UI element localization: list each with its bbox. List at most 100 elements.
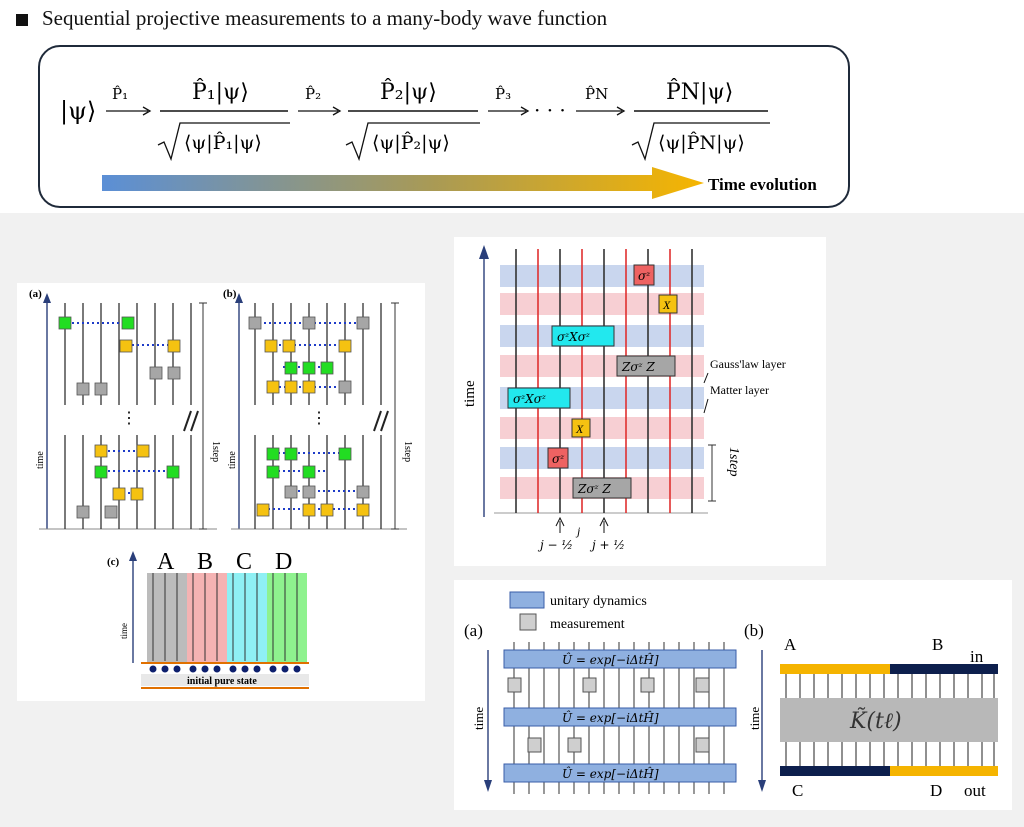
legend-measurement-swatch bbox=[519, 613, 537, 631]
eq-arrowhead-n bbox=[616, 106, 626, 116]
gate-sigmaz-1-label: σᶻ bbox=[638, 269, 651, 283]
eq-num-1: P̂₁|ψ⟩ bbox=[192, 79, 249, 105]
measurement-boxes-bottom bbox=[507, 677, 710, 753]
site-label-j-minus: j − ½ bbox=[537, 538, 573, 552]
time-evolution-label: Time evolution bbox=[708, 175, 817, 194]
eq-den-n: ⟨ψ|P̂N|ψ⟩ bbox=[658, 132, 745, 154]
label-b-c: C bbox=[792, 781, 803, 800]
gate-sxs-2 bbox=[507, 387, 571, 409]
site-label-j-plus: j + ½ bbox=[589, 538, 625, 552]
equation-section: Sequential projective measurements to a … bbox=[0, 0, 1024, 213]
legend-unitary-swatch bbox=[509, 591, 545, 609]
label-b-d: D bbox=[930, 781, 942, 800]
eq-sqrt-2 bbox=[345, 122, 480, 162]
unitary-layer-2 bbox=[503, 707, 737, 727]
eq-psi: |ψ⟩ bbox=[60, 97, 96, 126]
eq-num-n: P̂N|ψ⟩ bbox=[666, 79, 733, 105]
eq-den-1: ⟨ψ|P̂₁|ψ⟩ bbox=[184, 132, 262, 154]
unitary-layer-3-label: Û = exp[−iΔtĤ] bbox=[562, 765, 659, 781]
equation-svg: |ψ⟩ P̂₁ P̂₁|ψ⟩ ⟨ψ|P̂₁|ψ⟩ P̂₂ P̂₂|ψ⟩ ⟨ψ|P… bbox=[60, 79, 817, 199]
gate-zsz-1-label: Zσᶻ Z bbox=[621, 360, 655, 374]
vdots-a: ⋮ bbox=[121, 410, 137, 427]
label-a: (a) bbox=[29, 288, 42, 300]
eq-arrowhead-3 bbox=[520, 106, 530, 116]
gauge-circuit-svg: time σᶻ X σᶻXσ bbox=[462, 245, 786, 552]
time-label-bottom-b: time bbox=[747, 707, 762, 730]
segment-a bbox=[780, 664, 890, 674]
eq-arrowhead-1 bbox=[142, 106, 152, 116]
time-arrowhead-b bbox=[235, 293, 243, 303]
gauss-layer-pointer bbox=[703, 372, 709, 384]
segment-c bbox=[780, 766, 890, 776]
label-c: (c) bbox=[107, 556, 120, 568]
region-c-band bbox=[227, 573, 267, 663]
label-b-a: A bbox=[784, 635, 797, 654]
unitary-layer-2-label: Û = exp[−iΔtĤ] bbox=[562, 709, 659, 725]
eq-arrow-label-n: P̂N bbox=[585, 85, 608, 103]
label-b-b: B bbox=[932, 635, 943, 654]
gate-x-2 bbox=[571, 418, 591, 438]
time-arrowhead-bottom-b bbox=[758, 780, 766, 792]
eq-num-2: P̂₂|ψ⟩ bbox=[380, 79, 437, 105]
gate-sigmaz-2-label: σᶻ bbox=[552, 452, 565, 466]
unitary-layer-1-label: Û = exp[−iΔtĤ] bbox=[562, 651, 659, 667]
page-heading: Sequential projective measurements to a … bbox=[42, 6, 608, 30]
break-mark-a2 bbox=[190, 410, 199, 432]
time-arrowhead-c bbox=[129, 551, 137, 561]
eq-sqrt-1 bbox=[157, 122, 290, 162]
label-b-in: in bbox=[970, 647, 984, 666]
break-mark-b2 bbox=[380, 410, 389, 432]
gate-sxs-1 bbox=[551, 325, 615, 347]
gauss-layer-label: Gauss'law layer bbox=[710, 357, 786, 371]
time-label-a: time bbox=[35, 451, 46, 469]
unitary-layer-1 bbox=[503, 649, 737, 669]
circuit-panel-left: (a) time ⋮ bbox=[17, 283, 425, 701]
gate-sxs-1-label: σᶻXσᶻ bbox=[557, 330, 591, 344]
segment-d bbox=[890, 766, 998, 776]
bottom-label-a: (a) bbox=[464, 621, 483, 640]
region-b-label: B bbox=[197, 549, 213, 575]
gauge-circuit-panel: time σᶻ X σᶻXσ bbox=[454, 237, 826, 566]
region-d-band bbox=[267, 573, 307, 663]
time-label-b: time bbox=[227, 451, 238, 469]
legend-measurement-label: measurement bbox=[550, 617, 625, 632]
initial-state-label: initial pure state bbox=[187, 676, 257, 687]
label-b-out: out bbox=[964, 781, 986, 800]
gate-x-1-label: X bbox=[662, 298, 671, 312]
eq-arrow-label-3: P̂₃ bbox=[495, 85, 511, 103]
matter-layer-pointer bbox=[703, 398, 709, 414]
region-b-band bbox=[187, 573, 227, 663]
initial-state-box bbox=[141, 674, 309, 686]
site-label-j: j bbox=[575, 524, 581, 538]
eq-arrowhead-2 bbox=[332, 106, 342, 116]
step-label-a: 1step bbox=[210, 441, 221, 462]
time-arrowhead-bottom-a bbox=[484, 780, 492, 792]
region-c-label: C bbox=[236, 549, 252, 575]
break-mark-a1 bbox=[183, 410, 192, 432]
gate-sigmaz-2 bbox=[547, 447, 569, 469]
time-arrowhead-gauge bbox=[479, 245, 489, 259]
gate-sigmaz-1 bbox=[633, 264, 655, 286]
gate-x-2-label: X bbox=[575, 422, 584, 436]
bottom-label-b: (b) bbox=[744, 621, 764, 640]
kernel-box bbox=[780, 698, 998, 742]
initial-qubits bbox=[149, 665, 301, 673]
measurement-boxes-a bbox=[58, 316, 181, 519]
equation-box: |ψ⟩ P̂₁ P̂₁|ψ⟩ ⟨ψ|P̂₁|ψ⟩ P̂₂ P̂₂|ψ⟩ ⟨ψ|P… bbox=[38, 45, 850, 208]
time-label-gauge: time bbox=[462, 380, 478, 407]
site-arrow-j-plus bbox=[599, 516, 609, 533]
unitary-panel: unitary dynamics measurement (a) time Û … bbox=[454, 580, 1012, 810]
gate-zsz-2-label: Zσᶻ Z bbox=[577, 482, 611, 496]
gate-zsz-2 bbox=[572, 477, 632, 499]
wires-c bbox=[152, 573, 298, 661]
step-label-b: 1step bbox=[402, 441, 413, 462]
region-a-label: A bbox=[157, 549, 175, 575]
wires-gauge bbox=[515, 249, 693, 513]
kernel-label: K̃(tℓ) bbox=[849, 708, 902, 734]
unitary-layer-3 bbox=[503, 763, 737, 783]
label-b: (b) bbox=[223, 288, 237, 300]
unitary-svg: unitary dynamics measurement (a) time Û … bbox=[464, 591, 998, 800]
measurement-boxes-b bbox=[248, 316, 370, 517]
vdots-b: ⋮ bbox=[311, 410, 327, 427]
segment-b bbox=[890, 664, 998, 674]
